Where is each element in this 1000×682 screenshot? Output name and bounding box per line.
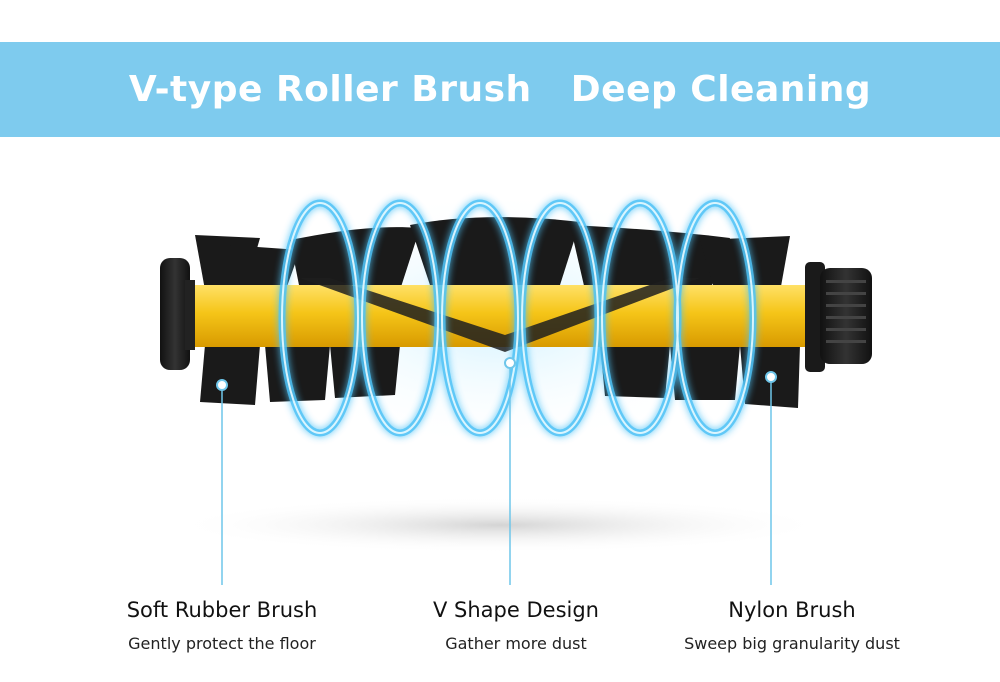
banner-title: V-type Roller Brush Deep Cleaning xyxy=(128,69,872,110)
feature-subtitle: Gather more dust xyxy=(445,634,587,653)
callout-v-shape xyxy=(504,357,516,585)
header-banner: V-type Roller Brush Deep Cleaning xyxy=(0,42,1000,137)
callout-nylon xyxy=(765,371,777,585)
left-end-cap xyxy=(160,258,195,370)
feature-subtitle: Gently protect the floor xyxy=(128,634,316,653)
feature-nylon-brush: Nylon Brush Sweep big granularity dust xyxy=(642,596,942,654)
feature-v-shape-design: V Shape Design Gather more dust xyxy=(366,596,666,654)
roller-brush-illustration xyxy=(160,190,872,585)
feature-title: V Shape Design xyxy=(433,598,599,622)
feature-title: Soft Rubber Brush xyxy=(126,598,318,622)
callout-soft-rubber xyxy=(216,379,228,585)
floor-shadow xyxy=(170,497,830,553)
right-end-cap xyxy=(805,262,872,372)
roller-tube xyxy=(180,285,820,347)
feature-soft-rubber-brush: Soft Rubber Brush Gently protect the flo… xyxy=(72,596,372,654)
feature-subtitle: Sweep big granularity dust xyxy=(684,634,900,653)
feature-title: Nylon Brush xyxy=(728,598,856,622)
